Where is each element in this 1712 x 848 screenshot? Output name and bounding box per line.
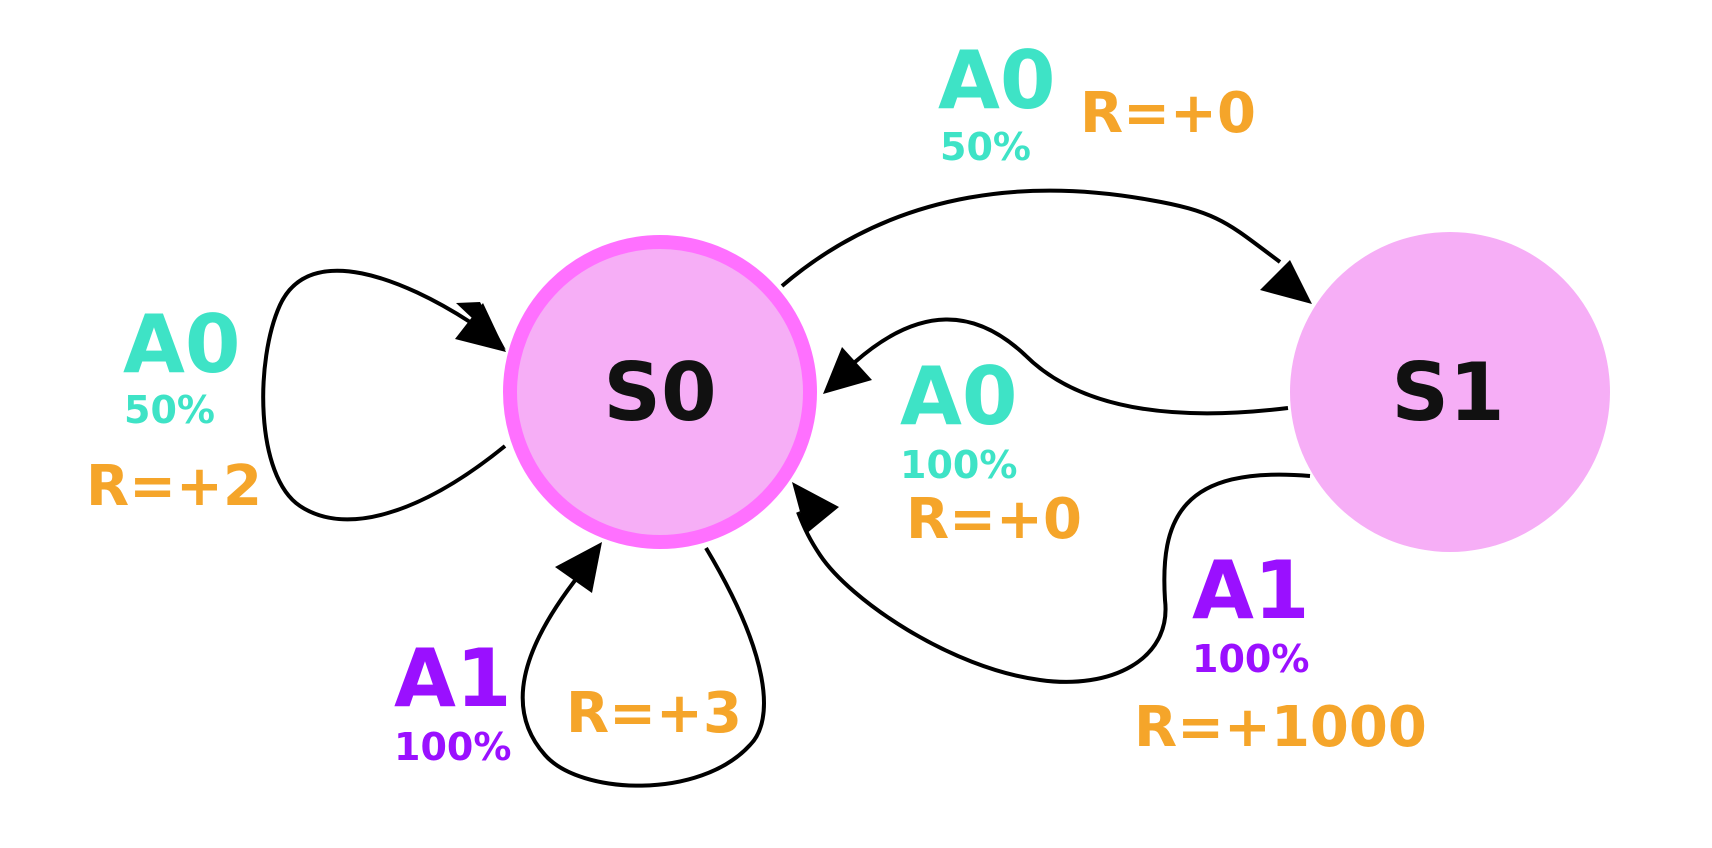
edge-s0-self-a0 — [261, 268, 507, 522]
transition-s1-s0-a0 — [823, 317, 1289, 416]
label-reward-s0-self-a1: R=+3 — [566, 681, 742, 746]
label-action-s0-self-a1: A1 — [394, 632, 512, 725]
label-action-s0-s1-a0: A0 — [938, 34, 1056, 127]
label-reward-s0-self-a0: R=+2 — [86, 454, 262, 519]
edge-s0-self-a1 — [520, 546, 766, 788]
transition-s0-s1-a0 — [780, 188, 1312, 304]
label-reward-s0-s1-a0: R=+0 — [1080, 81, 1256, 146]
edge-s1-s0-a0 — [853, 317, 1289, 416]
label-action-s0-self-a0: A0 — [123, 298, 241, 391]
arrowhead-s0-s1-a0 — [1260, 260, 1312, 304]
label-action-s1-s0-a0: A0 — [900, 350, 1018, 443]
edge-s0-s1-a0 — [780, 188, 1282, 288]
arrowhead-s1-s0-a1 — [792, 482, 839, 534]
label-reward-s1-s0-a1: R=+1000 — [1134, 695, 1427, 760]
arrowhead-s1-s0-a0 — [823, 347, 872, 394]
arrowhead-s0-self-a0-b — [455, 303, 506, 352]
label-reward-s1-s0-a0: R=+0 — [906, 487, 1082, 552]
state-s0-circle — [503, 235, 817, 549]
label-action-s1-s0-a1: A1 — [1192, 544, 1310, 637]
arrowhead-s0-self-a1 — [555, 542, 602, 593]
state-node-s1[interactable]: S1 — [1290, 232, 1610, 552]
transition-s0-self-a0 — [261, 268, 507, 522]
label-prob-s1-s0-a1: 100% — [1192, 637, 1309, 681]
state-node-s0[interactable]: S0 — [503, 235, 817, 549]
transition-s0-self-a1 — [520, 542, 766, 788]
label-prob-s0-s1-a0: 50% — [940, 125, 1031, 169]
transition-s1-s0-a1 — [792, 472, 1311, 684]
state-s1-label: S1 — [1391, 346, 1504, 439]
label-prob-s1-s0-a0: 100% — [900, 443, 1017, 487]
state-s0-label: S0 — [603, 346, 716, 439]
label-prob-s0-self-a0: 50% — [124, 388, 215, 432]
label-prob-s0-self-a1: 100% — [394, 725, 511, 769]
state-s1-circle — [1290, 232, 1610, 552]
edge-s1-s0-a1 — [796, 472, 1311, 684]
